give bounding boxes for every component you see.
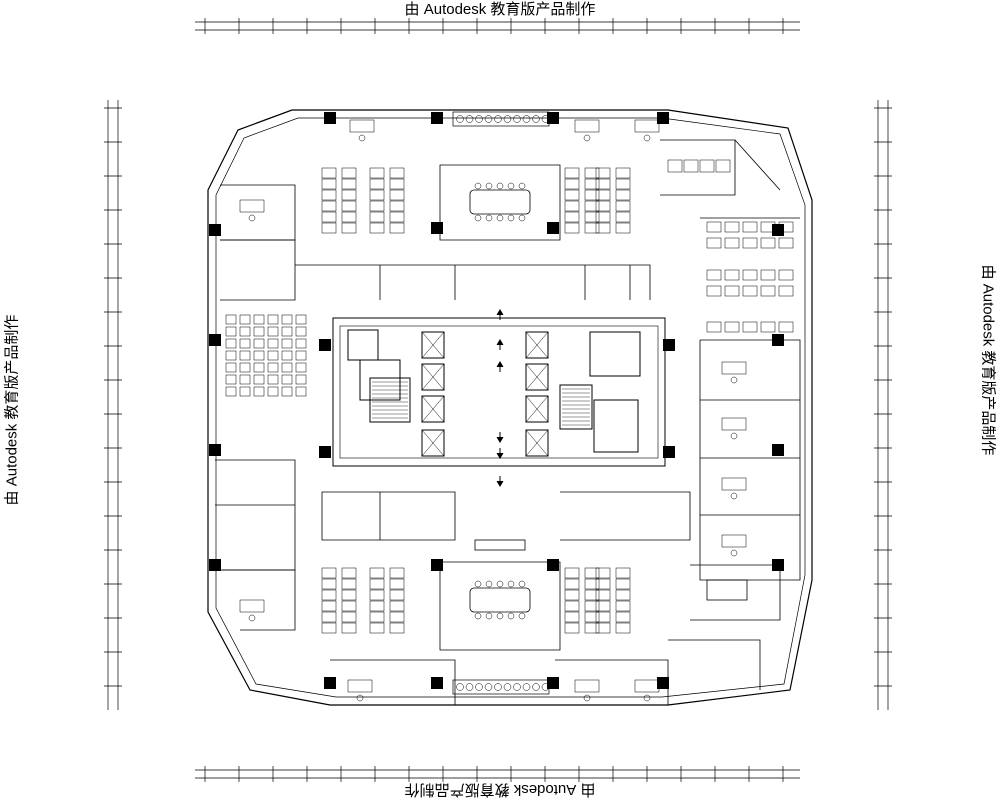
- watermark-top: 由 Autodesk 教育版产品制作: [404, 1, 596, 18]
- planter-circles: [456, 115, 550, 691]
- partition-walls: [215, 139, 801, 705]
- building-core: [332, 317, 666, 467]
- meeting-tables: [469, 189, 748, 613]
- corridor-arrows: [496, 309, 504, 487]
- furniture: [225, 119, 794, 702]
- building-outline: [207, 109, 813, 706]
- window-planters: [452, 111, 550, 695]
- dimension-lines: [104, 18, 892, 782]
- structural-columns: [209, 112, 784, 689]
